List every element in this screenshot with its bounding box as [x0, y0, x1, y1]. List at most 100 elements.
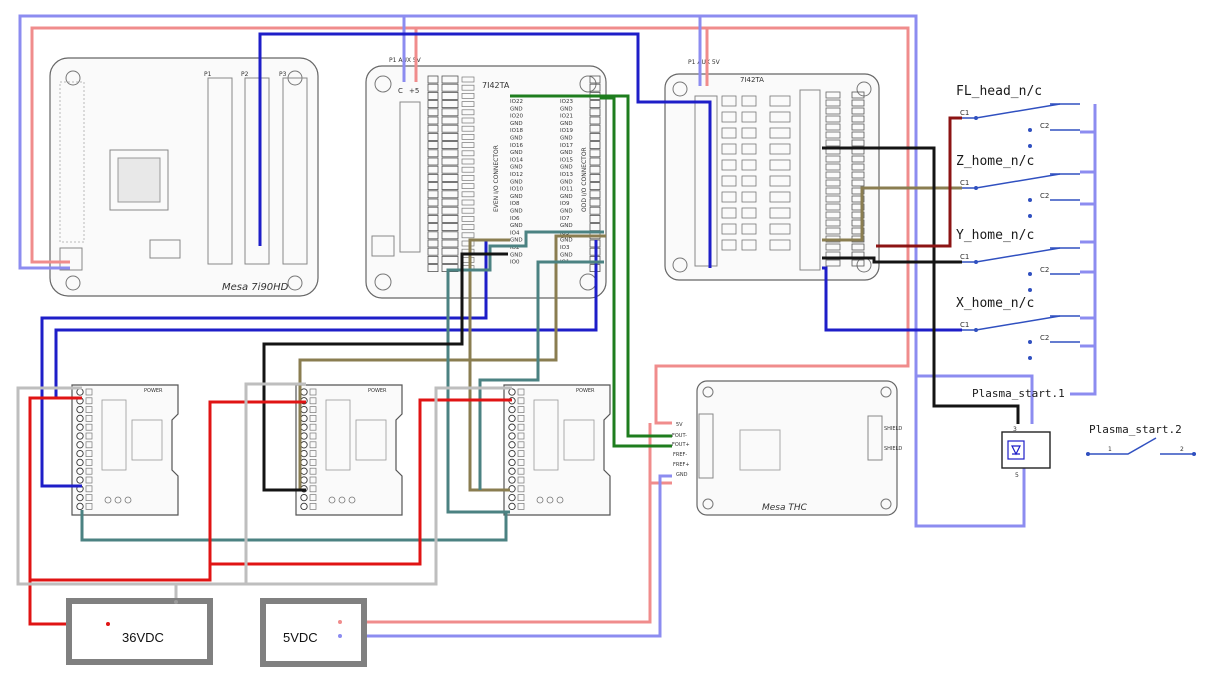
thc-pin-gnd: GND — [676, 472, 688, 478]
io-pin-label-even: IO20 — [510, 114, 523, 120]
io-pin-label-odd: GND — [560, 223, 573, 229]
io-pin-label-even: IO12 — [510, 172, 523, 178]
io-pin-label-odd: IO9 — [560, 201, 570, 207]
io-pin-label-even: IO18 — [510, 128, 523, 134]
board-mesa-thc: 5V FOUT- FOUT+ FREF- FREF+ GND SHIELD SH… — [672, 380, 902, 516]
io-pin-label-odd: IO23 — [560, 99, 573, 105]
wire-maroon-fl-head — [876, 116, 962, 248]
io-pin-label-even: GND — [510, 106, 523, 112]
switch-c2-label: C2 — [1040, 122, 1049, 130]
relay-contact-pin-left: 1 — [1108, 446, 1112, 453]
switch-c2-label: C2 — [1040, 192, 1049, 200]
thc-pin-fout-plus: FOUT+ — [672, 442, 690, 448]
switch-c2-label: C2 — [1040, 334, 1049, 342]
wire-blue-p1 — [258, 32, 712, 268]
io-pin-label-odd: GND — [560, 252, 573, 258]
wire-black-plasma — [822, 146, 1020, 424]
relay-label: Plasma_start.1 — [972, 387, 1065, 400]
psu-36vdc-label: 36VDC — [122, 630, 164, 645]
mesa-7i90-port-1: P1 — [204, 71, 212, 78]
io-pin-label-odd: IO15 — [560, 157, 573, 163]
io-pin-label-odd: GND — [560, 209, 573, 215]
io-pin-label-even: GND — [510, 136, 523, 142]
7i42ta-power-pin-c: C — [398, 87, 403, 95]
io-pin-label-odd: IO21 — [560, 114, 573, 120]
thc-shield-2: SHIELD — [884, 446, 902, 452]
thc-pin-fref-minus: FREF- — [673, 452, 687, 458]
thc-pin-fout-minus: FOUT- — [672, 433, 687, 439]
io-pin-label-even: GND — [510, 150, 523, 156]
io-pin-label-even: GND — [510, 165, 523, 171]
io-pin-label-odd: GND — [560, 194, 573, 200]
wire-blue-driver-1 — [40, 240, 488, 488]
7i42ta-odd-label: ODD I/O CONNECTOR — [581, 147, 588, 212]
wire-green-fout — [510, 94, 672, 448]
7i42ta-power-pin-5v: +5 — [409, 87, 419, 95]
7i42ta-b-name: 7I42TA — [740, 76, 764, 84]
psu-5vdc-label: 5VDC — [283, 630, 318, 645]
io-pin-label-even: GND — [510, 179, 523, 185]
wire-olive-z-home — [822, 186, 962, 242]
io-pin-label-odd: GND — [560, 238, 573, 244]
mesa-7i90-port-2: P2 — [241, 71, 249, 78]
relay-plasma-start-1: Plasma_start.1 3 5 — [972, 387, 1065, 479]
io-pin-label-even: GND — [510, 252, 523, 258]
io-pin-label-even: GND — [510, 223, 523, 229]
relay-contact-plasma-start-2: Plasma_start.2 1 2 — [1086, 423, 1196, 456]
switch-c1-label: C1 — [960, 109, 969, 117]
io-pin-label-even: IO0 — [510, 260, 520, 266]
io-pin-label-even: GND — [510, 238, 523, 244]
io-pin-label-even: IO2 — [510, 245, 519, 251]
wire-black-driver-2 — [262, 252, 508, 492]
io-pin-label-odd: IO7 — [560, 216, 570, 222]
stepper-driver-3: POWER — [503, 384, 611, 516]
7i42ta-name: 7I42TA — [482, 81, 510, 90]
io-pin-label-even: GND — [510, 209, 523, 215]
io-pin-label-even: IO4 — [510, 230, 520, 236]
relay-contact-pin-right: 2 — [1180, 446, 1184, 453]
driver-header: POWER — [144, 388, 163, 394]
io-pin-label-odd: GND — [560, 179, 573, 185]
mesa-7i90-port-3: P3 — [279, 71, 287, 78]
io-pin-label-even: IO10 — [510, 187, 523, 193]
io-pin-label-even: GND — [510, 194, 523, 200]
switch-c1-label: C1 — [960, 321, 969, 329]
psu-5vdc: 5VDC — [260, 598, 367, 667]
relay-pin-bottom: 5 — [1015, 472, 1019, 479]
switch-c2-label: C2 — [1040, 266, 1049, 274]
io-pin-label-even: IO16 — [510, 143, 523, 149]
io-pin-label-odd: IO3 — [560, 245, 570, 251]
mesa-7i90-label: Mesa 7i90HD — [222, 282, 289, 293]
io-pin-label-odd: GND — [560, 150, 573, 156]
thc-label: Mesa THC — [762, 503, 808, 513]
wire-pink-5v-bus — [30, 26, 910, 624]
driver-header: POWER — [368, 388, 387, 394]
io-pin-label-odd: IO17 — [560, 143, 573, 149]
io-pin-label-even: IO22 — [510, 99, 523, 105]
psu-36vdc: 36VDC — [66, 598, 213, 665]
wire-olive-driver-2 — [468, 238, 510, 492]
io-pin-label-odd: IO19 — [560, 128, 573, 134]
io-pin-label-odd: IO11 — [560, 187, 573, 193]
wire-lavender-gnd-bus — [18, 14, 1097, 638]
thc-pin-fref-plus: FREF+ — [673, 462, 690, 468]
wire-teal-common — [80, 230, 604, 542]
switch-label: Y_home_n/c — [956, 228, 1034, 243]
relay-contact-label: Plasma_start.2 — [1089, 423, 1182, 436]
io-pin-label-even: IO8 — [510, 201, 520, 207]
switch-label: X_home_n/c — [956, 296, 1034, 311]
stepper-driver-1: POWER — [71, 384, 179, 516]
io-pin-label-odd: GND — [560, 106, 573, 112]
switch-c1-label: C1 — [960, 179, 969, 187]
driver-header: POWER — [576, 388, 595, 394]
7i42ta-b-power-header: P1 AUX 5V — [688, 59, 721, 66]
board-mesa-7i90: P1 P2 P3 Mesa 7i90HD — [49, 57, 319, 297]
switch-label: FL_head_n/c — [956, 84, 1042, 99]
io-pin-label-odd: IO13 — [560, 172, 573, 178]
